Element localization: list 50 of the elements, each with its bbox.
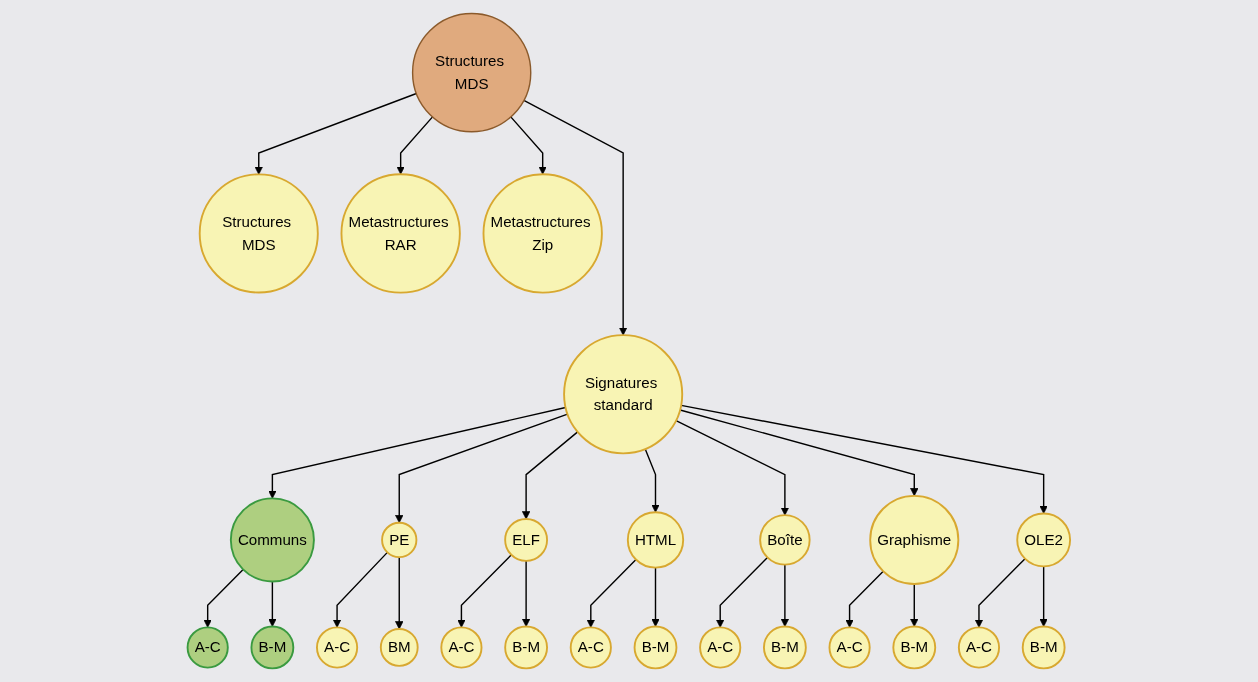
arrow (395, 413, 569, 524)
arrow (679, 409, 919, 497)
node-circle: B-M (504, 625, 549, 670)
node-circle: A-C (958, 626, 1001, 669)
arrow (396, 116, 434, 175)
node-circle: Structures MDS (198, 173, 319, 294)
node-circle: B-M (892, 625, 937, 670)
node-circle: OLE2 (1016, 512, 1072, 568)
arrow (457, 554, 513, 628)
arrow (644, 448, 660, 513)
node-circle: Boîte (759, 514, 811, 566)
node-circle: Signatures standard (563, 334, 684, 455)
arrow (780, 563, 790, 627)
arrow (651, 566, 660, 627)
arrow (510, 116, 547, 175)
node-circle: ELF (504, 518, 549, 562)
node-circle: A-C (440, 626, 483, 669)
arrow (333, 551, 389, 628)
arrow (975, 558, 1026, 628)
node-circle: A-C (699, 626, 742, 669)
arrow (1039, 565, 1048, 627)
arrow (522, 431, 579, 520)
node-circle: Metastructures Zip (482, 173, 603, 294)
arrow (680, 404, 1048, 514)
arrow (675, 419, 790, 516)
node-circle: A-C (186, 626, 229, 669)
node-circle: Metastructures RAR (340, 173, 461, 294)
arrow (203, 568, 245, 628)
arrow (522, 560, 531, 627)
node-circle: A-C (316, 626, 359, 669)
node-circle: Graphisme (869, 494, 960, 585)
arrow (910, 583, 919, 627)
arrow (523, 99, 628, 336)
arrow (395, 556, 404, 630)
node-circle: PE (381, 521, 418, 559)
arrow (716, 556, 769, 628)
node-circle: HTML (627, 511, 685, 569)
node-circle: B-M (250, 625, 295, 670)
arrow (254, 92, 418, 175)
node-circle: BM (380, 628, 419, 667)
node-circle: A-C (569, 626, 613, 669)
node-circle: B-M (763, 625, 807, 670)
node-circle: B-M (633, 625, 678, 670)
node-circle: A-C (828, 626, 871, 669)
node-circle: B-M (1021, 625, 1066, 670)
arrow (268, 580, 277, 627)
arrow (586, 558, 637, 628)
arrow (845, 570, 885, 628)
node-circle: Structures MDS (412, 12, 532, 133)
node-circle: Communs (230, 497, 316, 583)
